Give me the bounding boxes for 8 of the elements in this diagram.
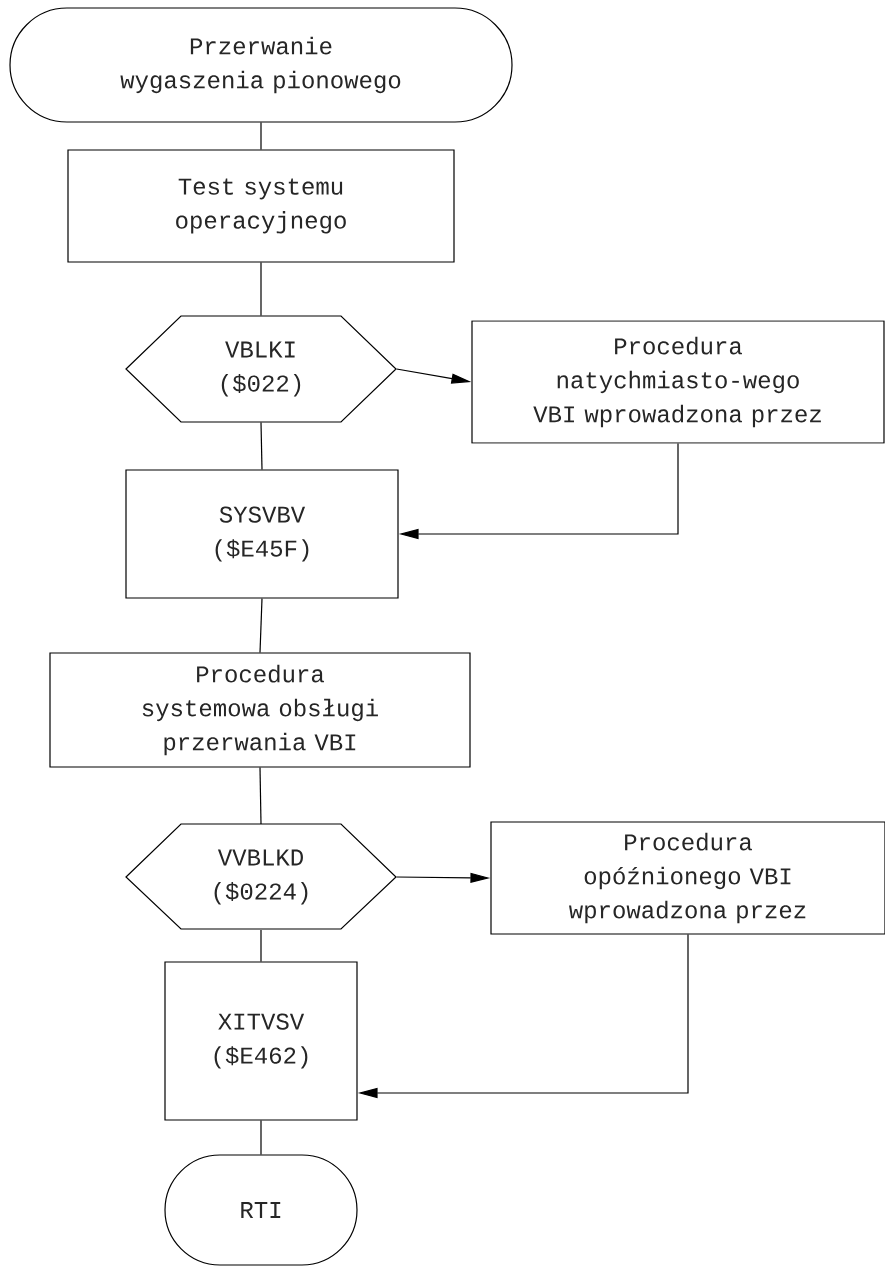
process-box: Procedura opóźnionego VBI wprowadzona przez bbox=[490, 821, 885, 935]
process-box: XITVSV ($E462) bbox=[164, 961, 358, 1121]
process-box: Procedura systemowa obsługi przerwania VBI bbox=[49, 652, 471, 768]
process-box: SYSVBV ($E45F) bbox=[125, 469, 399, 599]
process-box: Procedura natychmiasto-wego VBI wprowadzona przez bbox=[471, 320, 885, 444]
decision-hexagon: VVBLKD ($0224) bbox=[125, 823, 397, 930]
process-box: Test systemu operacyjnego bbox=[67, 149, 455, 263]
decision-hexagon: VBLKI ($022) bbox=[125, 315, 397, 423]
